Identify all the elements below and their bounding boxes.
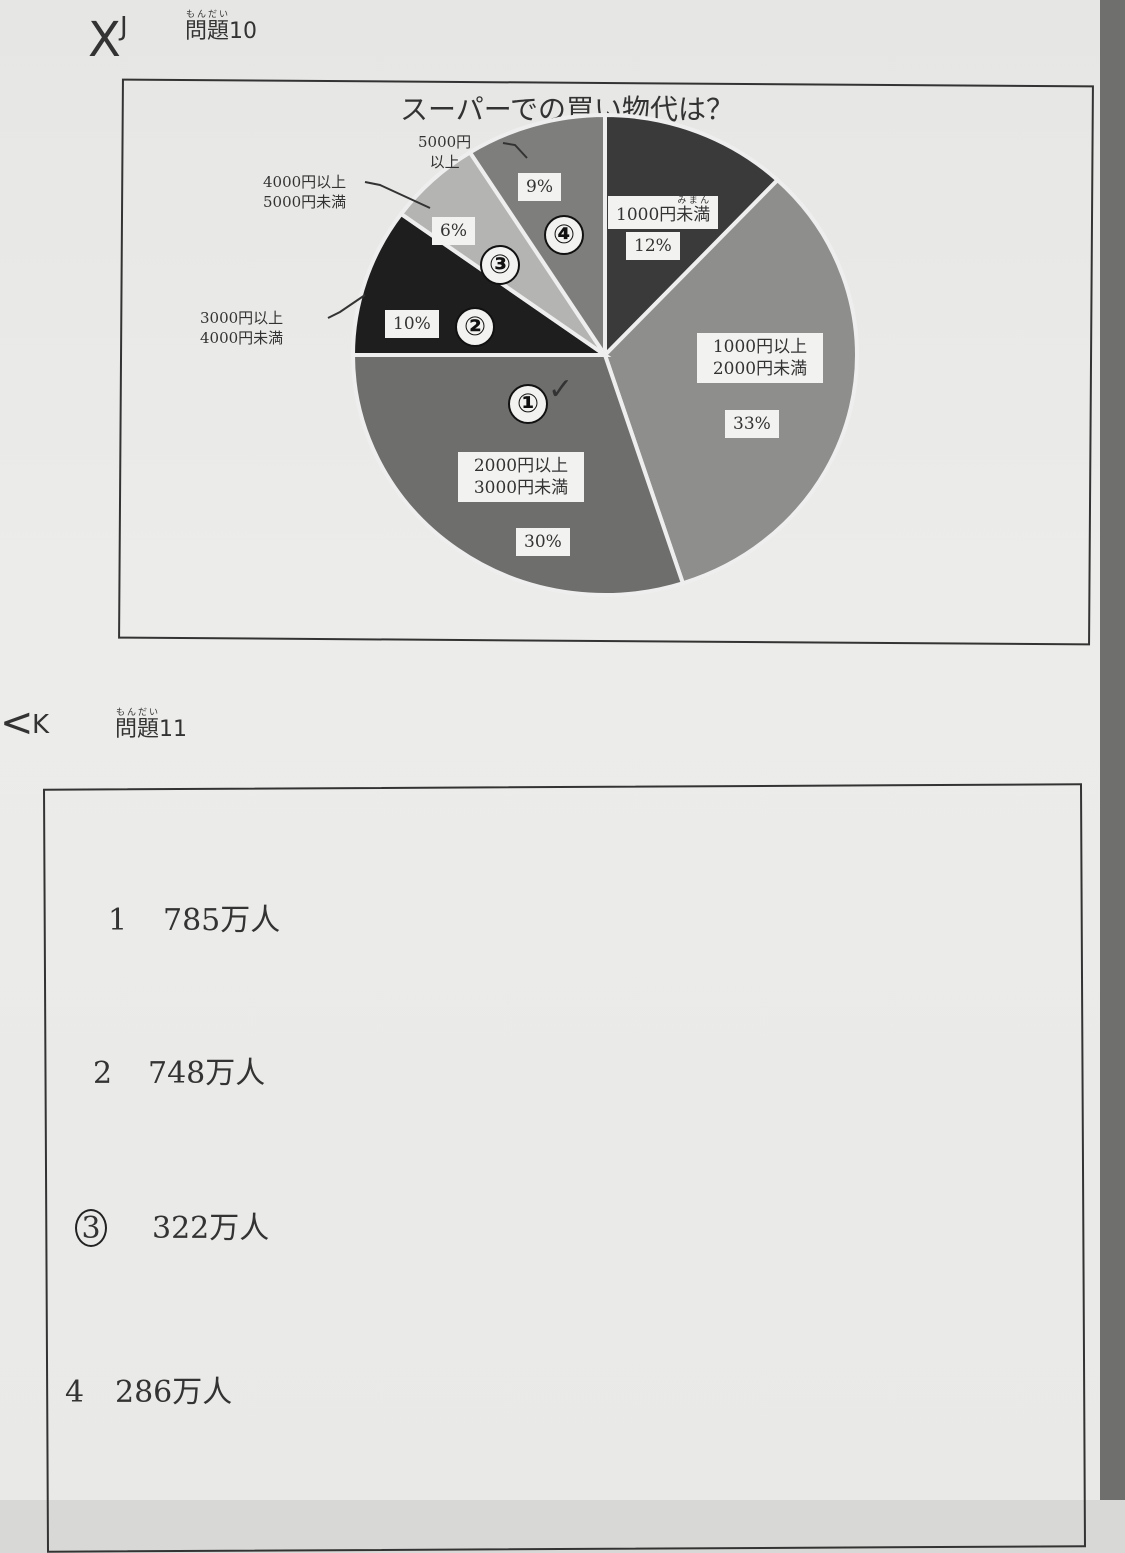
pie-slice-5 [467,112,607,362]
pct-10: 10% [385,310,439,338]
leader-line-5000 [502,142,528,159]
leader-line-4000 [364,181,431,209]
pie-slice-0 [603,112,781,360]
label-5000-plus: 5000円以上 [418,133,472,171]
question-11-title: 問題もんだい11 [115,708,188,742]
marker-3: ③ [480,245,520,285]
marker-1: ① [508,384,548,424]
handwritten-x-mark: X [88,12,121,68]
pct-12: 12% [626,232,680,260]
marker-4: ④ [544,215,584,255]
leader-lines [327,142,528,319]
pct-30: 30% [516,528,570,556]
question-letter-j: J [120,12,128,42]
handwritten-check: ✓ [548,372,574,407]
question-10-title: 問題もんだい10 [185,10,258,44]
label-under-1000: 1000円未満みまん [608,196,719,229]
leader-line-3000 [327,294,366,319]
circled-answer: 3 [75,1209,107,1247]
handwritten-mark: < [0,700,34,746]
pct-33: 33% [725,410,779,438]
question-letter-k: K [32,710,50,740]
marker-2: ② [455,307,495,347]
desk-edge [1100,0,1125,1500]
pct-9: 9% [518,173,561,201]
pct-6: 6% [432,217,475,245]
